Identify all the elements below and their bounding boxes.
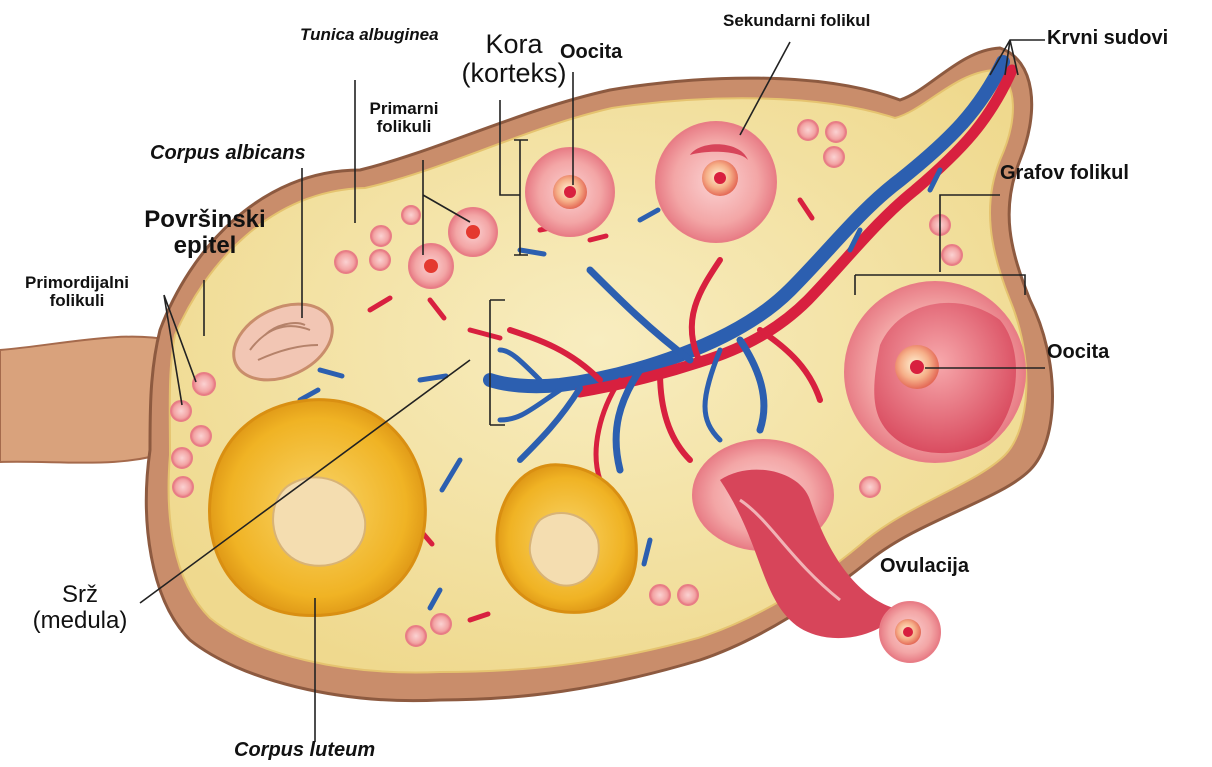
kora-line1: Kora <box>455 30 573 59</box>
kora-line2: (korteks) <box>455 59 573 88</box>
tunica-albuginea-text: Tunica albuginea <box>300 25 439 44</box>
secondary-follicle <box>656 122 776 242</box>
povrsinski-line1: Površinski <box>128 207 282 233</box>
label-povrsinski-epitel: Površinski epitel <box>128 207 282 259</box>
label-ovulacija: Ovulacija <box>880 556 969 578</box>
label-corpus-albicans: Corpus albicans <box>150 143 306 165</box>
srz-line1: Srž <box>20 582 140 608</box>
label-oocita-top: Oocita <box>560 42 622 64</box>
released-oocyte <box>880 602 940 662</box>
povrsinski-line2: epitel <box>128 233 282 259</box>
label-primordijalni-folikuli: Primordijalni folikuli <box>8 274 146 311</box>
graafian-follicle <box>845 282 1025 462</box>
corpus-luteum-large <box>210 400 426 616</box>
label-sekundarni-folikul: Sekundarni folikul <box>723 12 870 30</box>
primordijalni-line2: folikuli <box>8 292 146 310</box>
label-kora: Kora (korteks) <box>455 30 573 88</box>
primarni-line1: Primarni <box>368 100 440 118</box>
label-oocita-right: Oocita <box>1047 342 1109 364</box>
label-primarni-folikuli: Primarni folikuli <box>368 100 440 137</box>
label-srz-medula: Srž (medula) <box>20 582 140 634</box>
label-corpus-luteum: Corpus luteum <box>234 740 375 762</box>
srz-line2: (medula) <box>20 608 140 634</box>
label-grafov-folikul: Grafov folikul <box>1000 163 1129 185</box>
primordijalni-line1: Primordijalni <box>8 274 146 292</box>
label-tunica-albuginea: Tunica albuginea <box>300 26 408 44</box>
label-krvni-sudovi: Krvni sudovi <box>1047 28 1168 50</box>
cortex-follicle <box>526 148 614 236</box>
primarni-line2: folikuli <box>368 118 440 136</box>
